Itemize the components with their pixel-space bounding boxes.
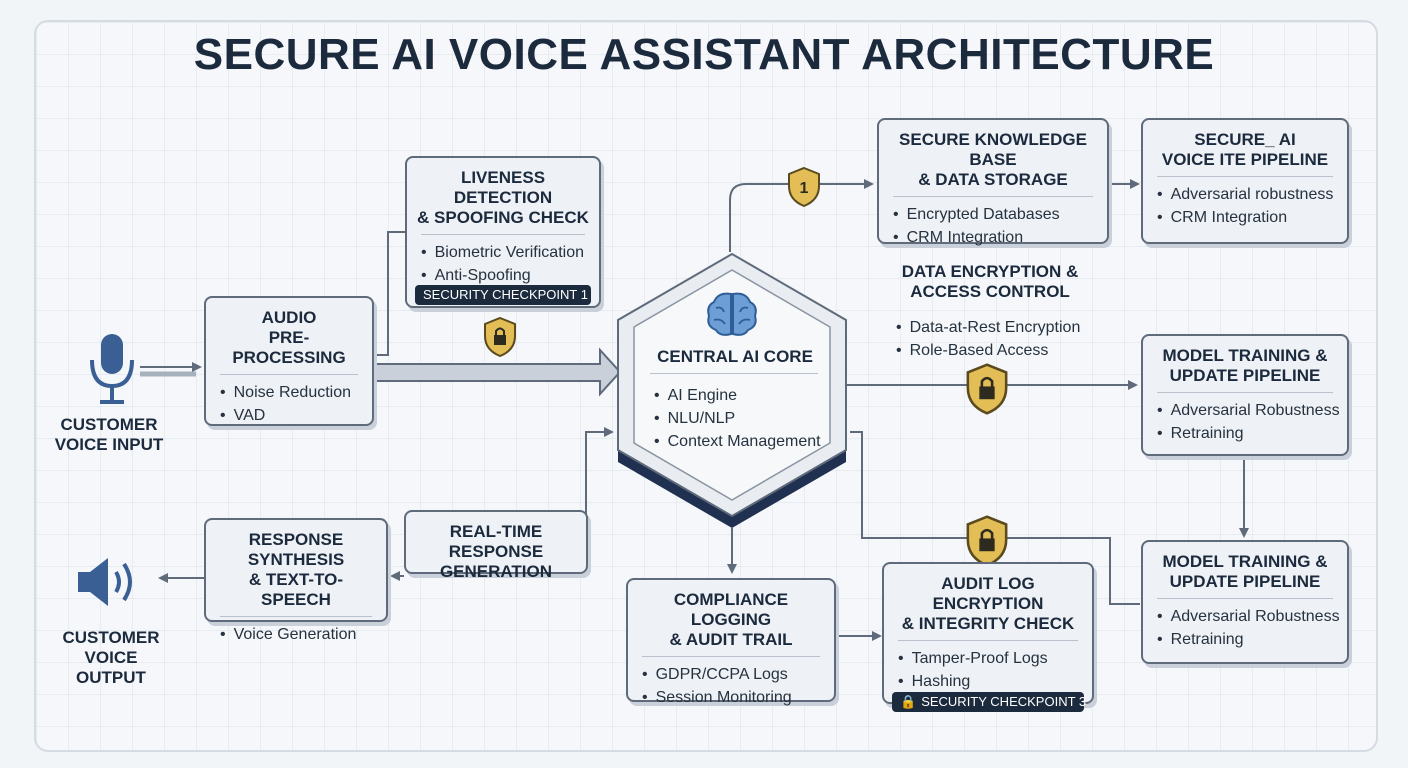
compliance-logging-title: COMPLIANCE LOGGING & AUDIT TRAIL <box>669 590 793 649</box>
list-item: Data-at-Rest Encryption <box>896 316 1081 339</box>
voice-pipeline-box: SECURE_ AI VOICE ITE PIPELINE Adversaria… <box>1141 118 1349 244</box>
shield-number-icon: 1 <box>788 166 820 208</box>
knowledge-base-box: SECURE KNOWLEDGE BASE & DATA STORAGE Enc… <box>877 118 1109 246</box>
response-synthesis-box: RESPONSE SYNTHESIS & TEXT-TO-SPEECH Voic… <box>204 518 388 643</box>
list-item: AI Engine <box>654 384 821 407</box>
response-synthesis-title: RESPONSE SYNTHESIS & TEXT-TO-SPEECH <box>247 530 345 609</box>
knowledge-base-title: SECURE KNOWLEDGE BASE & DATA STORAGE <box>899 130 1087 189</box>
list-item: GDPR/CCPA Logs <box>642 663 834 686</box>
core-items: AI Engine NLU/NLP Context Management <box>654 384 821 453</box>
audit-log-encryption-box: AUDIT LOG ENCRYPTION & INTEGRITY CHECK T… <box>882 562 1094 704</box>
list-item: Noise Reduction <box>220 381 372 404</box>
shield-lock-icon <box>484 316 516 358</box>
model-training-box-1: MODEL TRAINING & UPDATE PIPELINE Adversa… <box>1141 334 1349 456</box>
list-item: NLU/NLP <box>654 407 821 430</box>
shield-number-label: 1 <box>800 180 809 197</box>
list-item: Anti-Spoofing <box>421 264 599 287</box>
model-training-title-2: MODEL TRAINING & UPDATE PIPELINE <box>1162 552 1328 591</box>
data-encryption-items: Data-at-Rest Encryption Role-Based Acces… <box>896 316 1081 362</box>
list-item: Role-Based Access <box>896 339 1080 362</box>
list-item: CRM Integration <box>1157 206 1347 229</box>
security-checkpoint-3-badge: 🔒SECURITY CHECKPOINT 3 <box>892 692 1086 712</box>
list-item: Voice Generation <box>220 623 386 646</box>
list-item: Encrypted Databases <box>893 203 1107 226</box>
list-item: Adversarial Robustness <box>1157 399 1347 422</box>
voice-pipeline-title: SECURE_ AI VOICE ITE PIPELINE <box>1161 130 1329 169</box>
brain-icon <box>707 292 757 336</box>
liveness-detection-title: LIVENESS DETECTION & SPOOFING CHECK <box>417 168 589 227</box>
speaker-icon <box>78 558 132 606</box>
connector-audio-to-liveness <box>374 231 405 356</box>
customer-voice-input-label: CUSTOMER VOICE INPUT <box>54 415 164 454</box>
liveness-detection-box: LIVENESS DETECTION & SPOOFING CHECK Biom… <box>405 156 601 308</box>
data-encryption-title: DATA ENCRYPTION & ACCESS CONTROL <box>901 262 1079 301</box>
connector-realtime-to-core <box>585 427 614 572</box>
list-item: Adversarial Robustness <box>1157 605 1347 628</box>
list-item: Adversarial robustness <box>1157 183 1347 206</box>
audio-preprocessing-title: AUDIO PRE-PROCESSING <box>232 308 346 367</box>
connector-core-to-knowledge <box>729 179 874 252</box>
audit-log-encryption-title: AUDIT LOG ENCRYPTION & INTEGRITY CHECK <box>901 574 1075 633</box>
list-item: Hashing <box>898 670 1092 693</box>
realtime-response-title: REAL-TIME RESPONSE GENERATION <box>439 522 553 581</box>
compliance-logging-box: COMPLIANCE LOGGING & AUDIT TRAIL GDPR/CC… <box>626 578 836 706</box>
arrow-audio-to-core <box>373 347 622 397</box>
list-item: Session Monitoring <box>642 686 834 709</box>
list-item: Retraining <box>1157 422 1347 445</box>
customer-voice-output-label: CUSTOMER VOICE OUTPUT <box>62 628 160 687</box>
model-training-box-2: MODEL TRAINING & UPDATE PIPELINE Adversa… <box>1141 540 1349 664</box>
audio-preprocessing-box: AUDIO PRE-PROCESSING Noise Reduction VAD <box>204 296 374 426</box>
central-ai-core-title: CENTRAL AI CORE <box>657 347 813 366</box>
list-item: Tamper-Proof Logs <box>898 647 1092 670</box>
model-training-title-1: MODEL TRAINING & UPDATE PIPELINE <box>1162 346 1328 385</box>
list-item: CRM Integration <box>893 226 1107 249</box>
page-title: SECURE AI VOICE ASSISTANT ARCHITECTURE <box>193 30 1215 79</box>
list-item: Biometric Verification <box>421 241 599 264</box>
list-item: Context Management <box>654 430 821 453</box>
list-item: Retraining <box>1157 628 1347 651</box>
lock-icon: 🔒 <box>900 694 917 709</box>
list-item: VAD <box>220 404 372 427</box>
realtime-response-box: REAL-TIME RESPONSE GENERATION <box>404 510 588 581</box>
shield-lock-icon <box>966 515 1008 567</box>
shield-lock-icon <box>966 363 1008 415</box>
security-checkpoint-1-badge: SECURITY CHECKPOINT 1 <box>415 285 591 305</box>
microphone-icon <box>90 334 134 404</box>
